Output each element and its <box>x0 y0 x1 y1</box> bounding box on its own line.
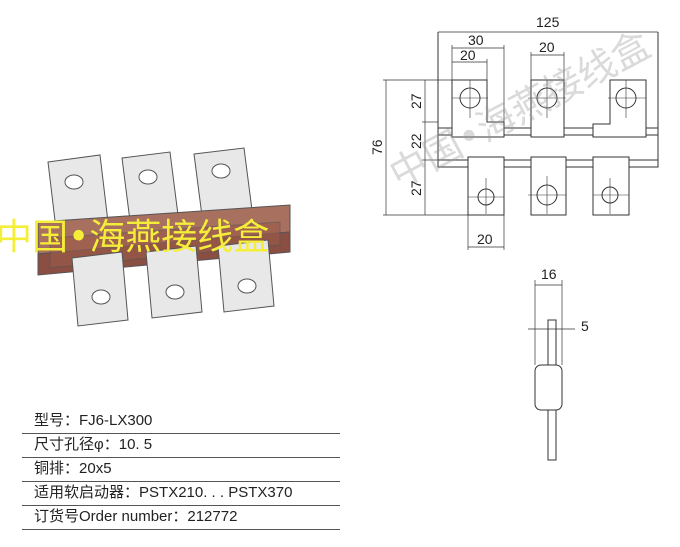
dim-side-width: 16 <box>541 266 557 282</box>
hole-icon <box>138 169 158 185</box>
lower-tab-2 <box>145 245 203 319</box>
dim-bottom-tab-width: 20 <box>477 231 493 247</box>
dim-thickness: 5 <box>581 318 589 334</box>
hole-icon <box>237 278 257 294</box>
lower-tab-3 <box>592 156 630 216</box>
dim-lower-tab-height: 27 <box>408 180 424 196</box>
dim-first-tab-span: 30 <box>468 32 484 48</box>
dim-overall-width: 125 <box>536 14 560 30</box>
lower-tab-1 <box>71 251 129 327</box>
lower-tab-3 <box>217 239 275 313</box>
dim-overall-height: 76 <box>369 139 385 155</box>
upper-tab-3 <box>592 79 647 138</box>
hole-icon <box>211 163 231 179</box>
side-view-drawing <box>528 280 575 461</box>
spec-soft-starter: 适用软启动器：PSTX210. . . PSTX370 <box>22 482 340 506</box>
upper-tab-2 <box>530 79 565 138</box>
hole-icon <box>91 289 111 305</box>
spec-model: 型号：FJ6-LX300 <box>22 410 340 434</box>
watermark-yellow: 中国•海燕接线盒 <box>0 217 270 258</box>
dim-first-tab-width: 20 <box>460 47 476 63</box>
spec-copper-bar: 铜排：20x5 <box>22 458 340 482</box>
dim-middle-tab-width: 20 <box>539 39 555 55</box>
hole-icon <box>64 174 84 190</box>
hole-icon <box>165 284 185 300</box>
spec-order-number: 订货号Order number：212772 <box>22 506 340 530</box>
dim-upper-tab-height: 27 <box>408 93 424 109</box>
spec-hole-diameter: 尺寸孔径φ：10. 5 <box>22 434 340 458</box>
dim-bar-spacing: 22 <box>408 133 424 149</box>
lower-tab-2 <box>530 156 567 216</box>
